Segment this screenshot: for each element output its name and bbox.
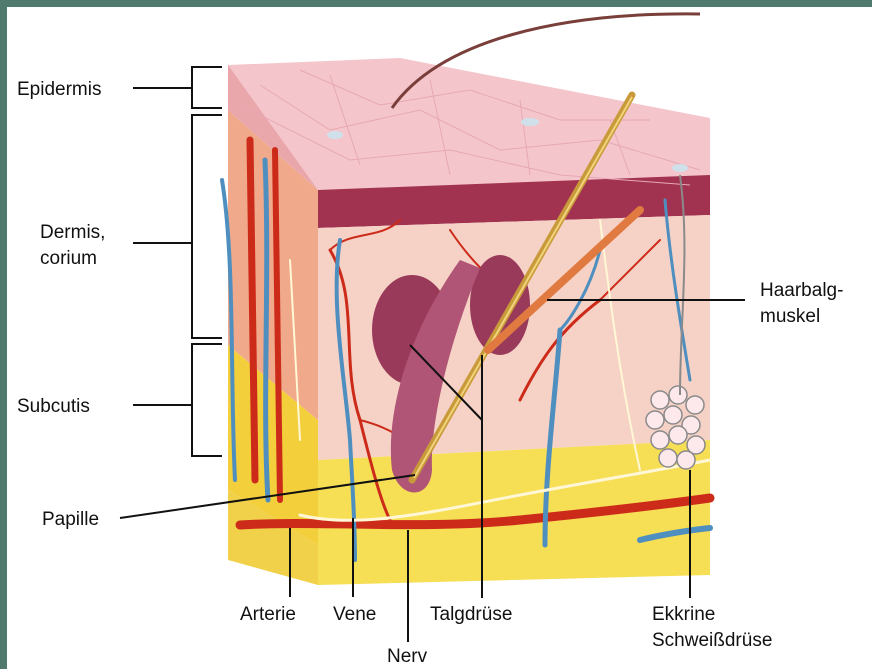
epidermis-bracket <box>192 67 222 108</box>
label-dermis-2: corium <box>40 248 97 269</box>
label-papille: Papille <box>42 509 99 530</box>
pore <box>327 131 343 139</box>
label-talgdruese: Talgdrüse <box>430 604 512 625</box>
label-dermis-1: Dermis, <box>40 222 105 243</box>
label-arterie: Arterie <box>240 604 296 625</box>
label-subcutis: Subcutis <box>17 396 90 417</box>
label-haarbalg-1: Haarbalg- <box>760 280 843 301</box>
label-ekkrine-1: Ekkrine <box>652 604 715 625</box>
pore <box>672 164 688 172</box>
subcutis-front <box>318 440 710 585</box>
label-haarbalg-2: muskel <box>760 306 820 327</box>
label-epidermis: Epidermis <box>17 79 101 100</box>
dermis-bracket <box>192 115 222 338</box>
label-nerv: Nerv <box>387 646 428 667</box>
subcutis-bracket <box>192 344 222 456</box>
pore <box>521 118 539 126</box>
label-vene: Vene <box>333 604 376 625</box>
label-ekkrine-2: Schweißdrüse <box>652 630 772 651</box>
